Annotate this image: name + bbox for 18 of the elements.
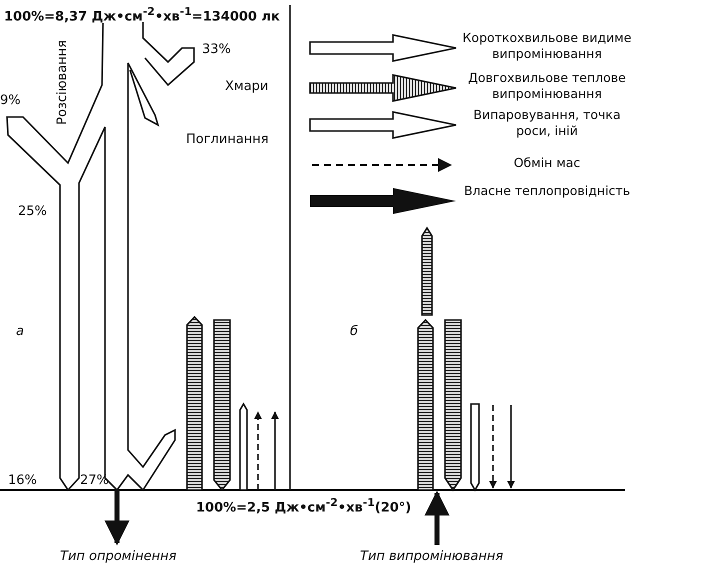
legend-text: Короткохвильове видиме випромінювання (462, 30, 632, 62)
legend-text: Довгохвильове теплове випромінювання (467, 70, 627, 102)
axis-caption: Тип випромінювання (360, 550, 504, 565)
percent-label: 16% (8, 474, 37, 489)
panel-label: а (16, 325, 24, 340)
process-label: Поглинання (186, 133, 269, 148)
legend-text: Власне теплопровідність (462, 183, 632, 199)
percent-label: 25% (18, 205, 47, 220)
layer-label: Хмари (225, 80, 268, 95)
axis-caption: Тип опромінення (60, 550, 176, 565)
panel-label: б (350, 325, 358, 340)
legend-text: Випаровування, точка роси, іній (472, 107, 622, 138)
percent-label: 33% (202, 43, 231, 58)
process-label: Розсіювання (56, 40, 71, 125)
formula-label: 100%=2,5 Дж•см$^{-2}$•хв$^{-1}$(20°) (196, 497, 412, 516)
percent-label: 9% (0, 94, 21, 109)
legend-text: Обмін мас (512, 155, 582, 171)
formula-label: 100%=8,37 Дж•см$^{-2}$•хв$^{-1}$=134000 лк (4, 6, 280, 26)
